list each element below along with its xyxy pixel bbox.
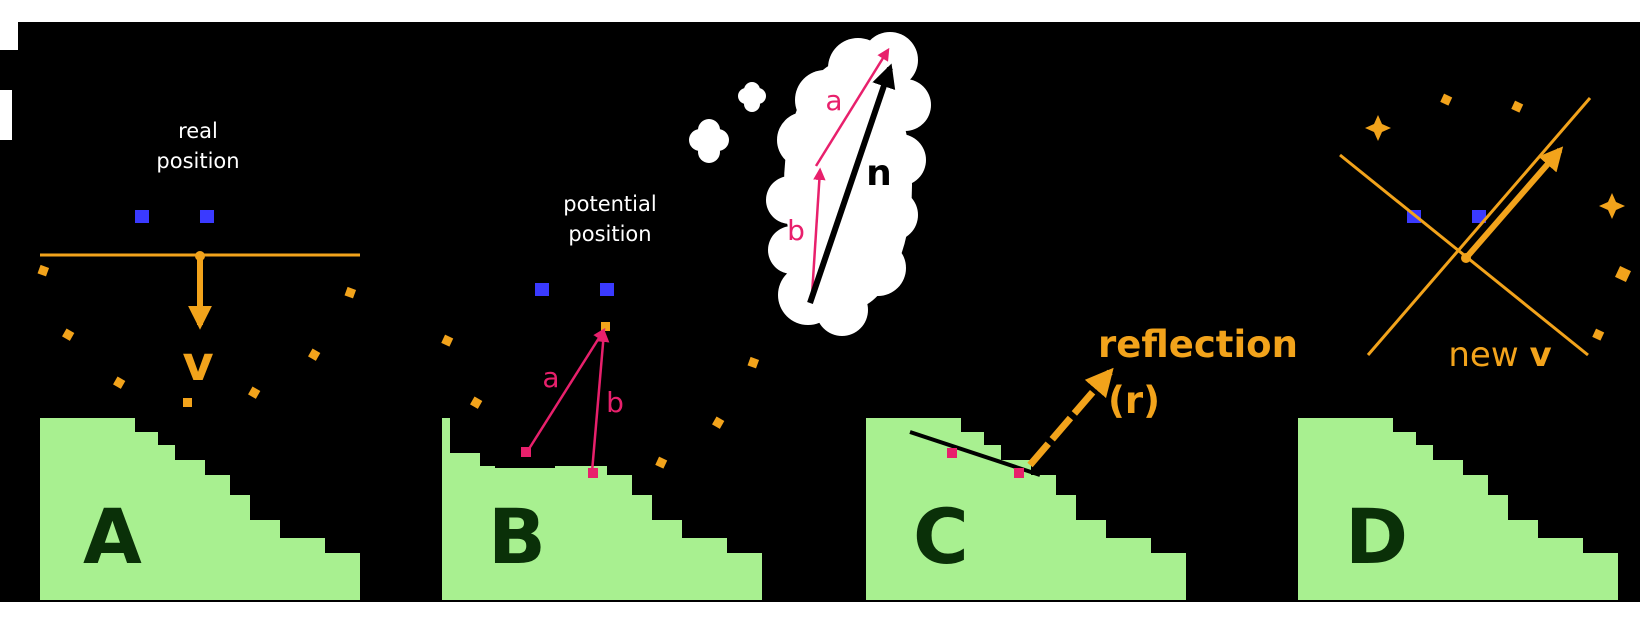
potential-position-label-line2: position: [568, 222, 651, 246]
thought-bubble-small: [738, 82, 766, 112]
panel-d: new v D: [1320, 93, 1631, 581]
slope-ground: [40, 418, 360, 600]
panel-letter-a: A: [83, 492, 142, 581]
cloud-vector-a-label: a: [825, 84, 842, 117]
bounding-circle-points: [37, 264, 357, 407]
ghost-bounding-points: [441, 334, 760, 469]
panel-a: real position v A: [37, 103, 360, 581]
potential-position-label-line1: potential: [563, 192, 656, 216]
reflection-label-line2: (r): [1108, 379, 1160, 422]
surface-tangent-line: [909, 430, 1041, 477]
reflection-arrow: [1027, 367, 1114, 468]
reflection-label-line1: reflection: [1098, 323, 1298, 366]
perpendicular-line: [1366, 97, 1592, 356]
bottom-border: [0, 602, 1640, 640]
panel-letter-d: D: [1345, 492, 1408, 581]
panel-letter-b: B: [488, 492, 546, 581]
slope-ground: [1298, 418, 1618, 600]
normal-label: n: [866, 153, 892, 194]
panel-c: reflection (r) C: [909, 323, 1298, 581]
real-position-label-line2: position: [156, 149, 239, 173]
sparkle-points: [1365, 93, 1631, 341]
vector-b-label: b: [606, 386, 624, 419]
slope-ground: [866, 418, 1186, 600]
vector-a-arrow: [525, 327, 606, 453]
contact-point-b: [1014, 468, 1024, 478]
new-velocity-arrow: [1463, 146, 1564, 260]
new-velocity-label: new v: [1448, 335, 1551, 375]
left-border-notch: [0, 90, 12, 140]
left-border-notch: [0, 22, 18, 50]
thought-bubble-medium: [689, 119, 729, 163]
ground-group: [40, 418, 1618, 600]
normal-arrow: [807, 63, 896, 304]
new-velocity-prefix: new: [1448, 335, 1529, 375]
contact-point-a: [947, 448, 957, 458]
real-position-label-line1: real: [178, 119, 218, 143]
contact-point-a: [521, 447, 531, 457]
panel-letter-c: C: [913, 492, 969, 581]
velocity-label: v: [182, 336, 213, 392]
top-border: [0, 0, 1640, 22]
contact-point-b: [588, 468, 598, 478]
vector-a-label: a: [542, 361, 559, 394]
new-velocity-symbol: v: [1529, 335, 1551, 375]
ghost-center-point: [601, 322, 610, 331]
panel-b: potential position a b: [441, 32, 931, 581]
cloud-vector-b: [810, 167, 826, 296]
vector-b-arrow: [590, 329, 610, 473]
cloud-vector-b-label: b: [787, 214, 805, 247]
